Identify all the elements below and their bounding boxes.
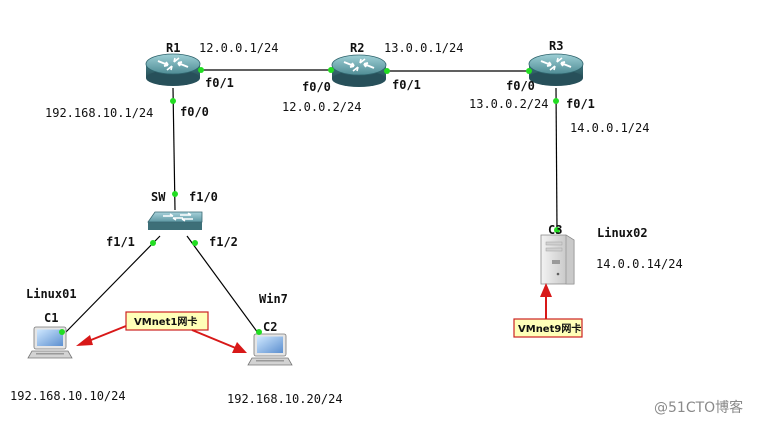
server-c3[interactable] <box>540 234 575 285</box>
router-r2[interactable] <box>331 54 387 88</box>
label-sw: SW <box>151 190 166 204</box>
links <box>64 69 558 334</box>
pc-c1[interactable] <box>27 326 73 359</box>
iface-sw-f11: f1/1 <box>106 235 135 249</box>
iface-r2-f01: f0/1 <box>392 78 421 92</box>
arrow-to-c2 <box>191 329 239 350</box>
port-dot-c2 <box>256 329 262 335</box>
pc-c2[interactable] <box>247 333 293 366</box>
port-dot-sw-f10 <box>172 191 178 197</box>
iface-r3-f01: f0/1 <box>566 97 595 111</box>
note-vmnet1: VMnet1网卡 <box>76 311 247 353</box>
arrow-to-c1 <box>85 325 127 343</box>
label-r2: R2 <box>350 41 364 55</box>
iface-r1-f00: f0/0 <box>180 105 209 119</box>
link-sw-c2 <box>186 235 259 334</box>
watermark: @51CTO博客 <box>654 399 743 416</box>
addr-c3: 14.0.0.14/24 <box>596 257 683 271</box>
label-host-c3: Linux02 <box>597 226 648 240</box>
port-dots <box>59 67 560 335</box>
addr-r2-13: 13.0.0.1/24 <box>384 41 463 55</box>
label-host-c1: Linux01 <box>26 287 77 301</box>
iface-sw-f12: f1/2 <box>209 235 238 249</box>
port-dot-r2-f01 <box>384 68 390 74</box>
link-sw-c1 <box>64 235 161 334</box>
iface-sw-f10: f1/0 <box>189 190 218 204</box>
port-dot-r3-f01 <box>553 98 559 104</box>
arrow-to-c1-head <box>76 335 93 346</box>
addr-r3-lan: 14.0.0.1/24 <box>570 121 649 135</box>
label-r3: R3 <box>549 39 563 53</box>
switch-sw[interactable] <box>147 211 203 230</box>
label-c3: C3 <box>548 223 562 237</box>
iface-r2-f00: f0/0 <box>302 80 331 94</box>
port-dot-r1-f01 <box>198 67 204 73</box>
router-r3[interactable] <box>528 53 584 87</box>
iface-r1-f01: f0/1 <box>205 76 234 90</box>
port-dot-r2-f00 <box>328 67 334 73</box>
label-c2: C2 <box>263 320 277 334</box>
port-dot-sw-f12 <box>192 240 198 246</box>
router-r1[interactable] <box>145 53 201 87</box>
arrow-to-c3-head <box>540 283 552 297</box>
note-vmnet1-text: VMnet1网卡 <box>134 315 197 328</box>
note-vmnet9-text: VMnet9网卡 <box>518 322 581 335</box>
addr-r3-13: 13.0.0.2/24 <box>469 97 548 111</box>
addr-r1-12: 12.0.0.1/24 <box>199 41 278 55</box>
port-dot-c1 <box>59 329 65 335</box>
label-host-c2: Win7 <box>259 292 288 306</box>
label-c1: C1 <box>44 311 58 325</box>
port-dot-c3 <box>554 227 560 233</box>
port-dot-r1-f00 <box>170 98 176 104</box>
iface-r3-f00: f0/0 <box>506 79 535 93</box>
port-dot-sw-f11 <box>150 240 156 246</box>
link-r3-c3 <box>555 87 558 231</box>
addr-c2: 192.168.10.20/24 <box>227 392 343 406</box>
addr-c1: 192.168.10.10/24 <box>10 389 126 403</box>
label-r1: R1 <box>166 41 180 55</box>
addr-r2-12: 12.0.0.2/24 <box>282 100 361 114</box>
port-dot-r3-f00 <box>526 68 532 74</box>
arrow-to-c2-head <box>232 342 247 353</box>
link-r1-sw <box>172 87 176 211</box>
addr-r1-lan: 192.168.10.1/24 <box>45 106 153 120</box>
note-vmnet9: VMnet9网卡 <box>513 283 583 338</box>
